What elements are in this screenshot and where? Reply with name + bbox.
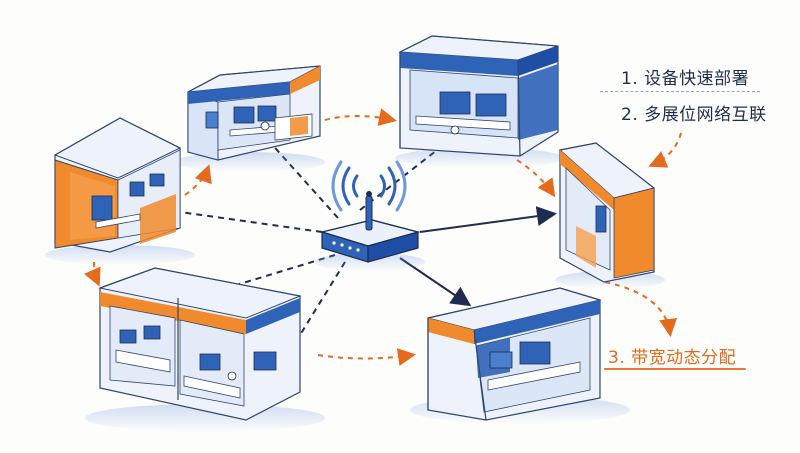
link-booth-bottom-left-2 <box>300 262 345 335</box>
link-booth-left <box>180 212 322 232</box>
label-divider <box>600 91 760 92</box>
booth-top-center <box>395 36 565 168</box>
booth-right <box>555 143 665 289</box>
arrow-right-to-bottom-right <box>605 282 670 333</box>
booth-bottom-right <box>410 288 630 424</box>
arrow-top-left-to-top-center <box>325 116 393 120</box>
label-rapid-deployment: 1. 设备快速部署 <box>621 64 749 89</box>
label-multi-booth-interconnect: 2. 多展位网络互联 <box>621 100 767 125</box>
link-booth-right <box>420 214 553 232</box>
arrow-left-to-top-left <box>185 168 208 195</box>
arrow-left-to-bottom-left <box>94 262 98 283</box>
solid-links <box>400 214 553 304</box>
router-icon <box>315 191 425 271</box>
arrow-label-to-right-booth <box>652 133 681 165</box>
booth-bottom-left <box>85 268 325 432</box>
arrow-bottom-left-to-bottom-right <box>318 355 412 359</box>
booth-top-left <box>175 66 325 172</box>
link-booth-top-left <box>268 140 338 218</box>
booth-left <box>45 118 195 265</box>
label-underline <box>604 368 746 370</box>
label-dynamic-bandwidth: 3. 带宽动态分配 <box>608 343 736 368</box>
